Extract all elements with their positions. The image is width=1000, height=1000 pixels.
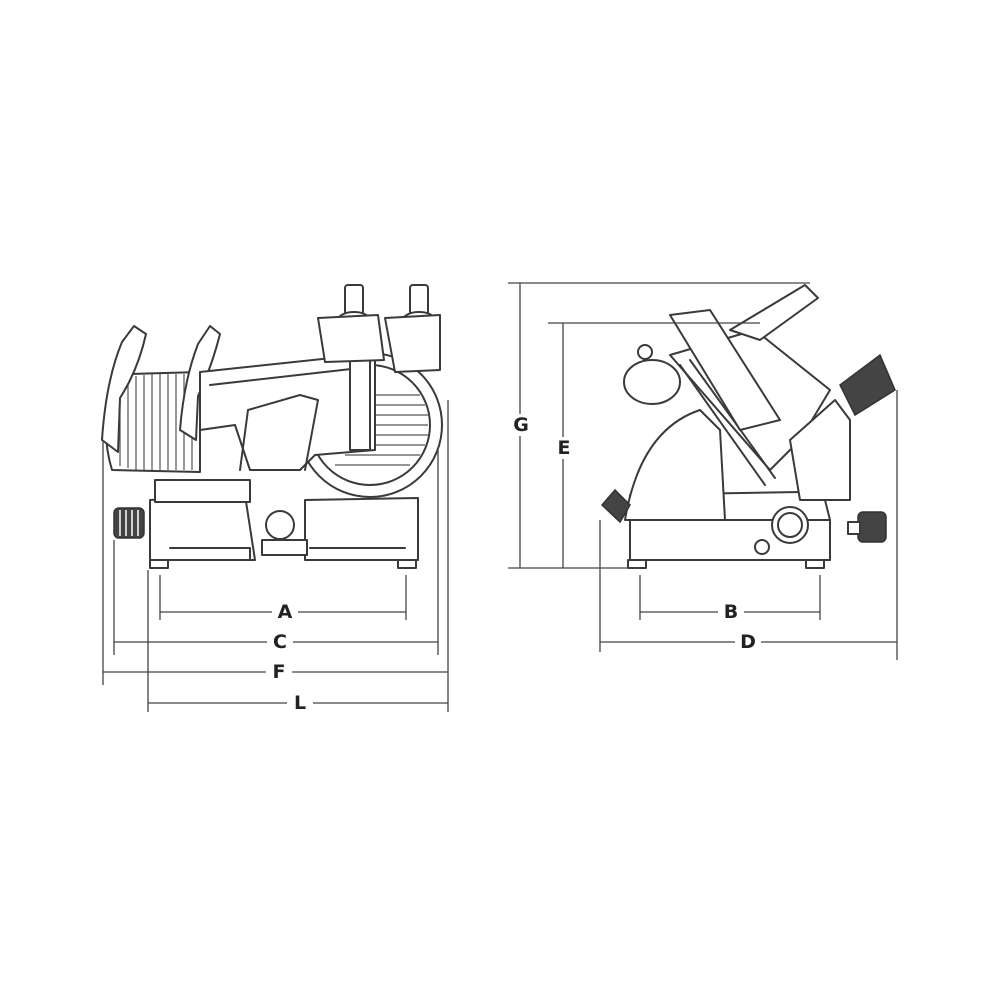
label-d: D [740, 631, 756, 653]
label-f: F [273, 661, 286, 683]
label-c: C [273, 631, 287, 653]
label-e: E [558, 437, 571, 459]
thickness-knob [113, 507, 145, 539]
label-g: G [513, 414, 529, 436]
label-a: A [278, 601, 293, 623]
left-handle [101, 325, 147, 453]
food-pusher [729, 284, 819, 341]
side-knob-top [623, 344, 681, 405]
label-l: L [294, 692, 306, 714]
side-view-slicer [600, 284, 896, 569]
dimension-labels: A C F L B D G E [266, 414, 761, 714]
side-handle [839, 353, 896, 417]
front-view-slicer [101, 284, 443, 569]
base [149, 479, 419, 569]
carriage-arm [199, 354, 376, 471]
label-b: B [724, 601, 738, 623]
side-knob-right [857, 511, 887, 543]
sharpener-posts [317, 284, 441, 373]
